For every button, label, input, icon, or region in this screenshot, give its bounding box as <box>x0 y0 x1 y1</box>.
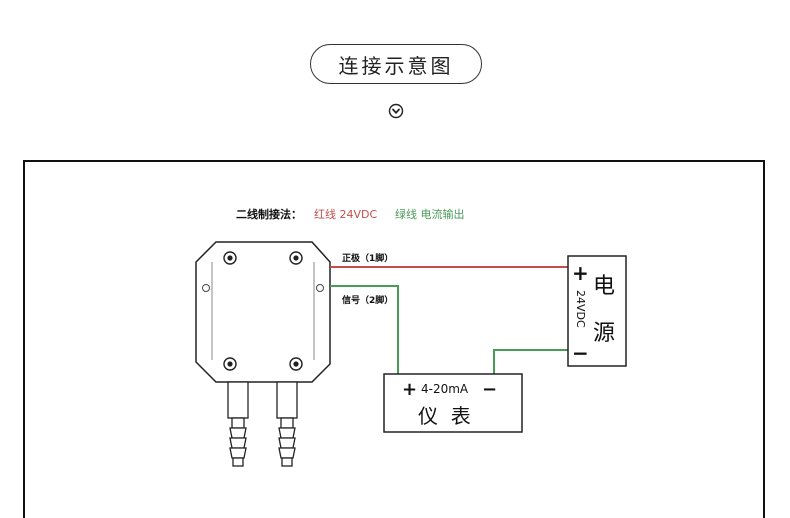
power-char-1: 电 <box>593 274 615 299</box>
screw-icon <box>223 357 237 371</box>
green-wire-label: 绿线 电流输出 <box>395 207 465 221</box>
power-plus: + <box>572 261 589 285</box>
meter-minus: − <box>482 379 497 400</box>
green-wire-signal <box>330 285 399 374</box>
red-wire-label: 红线 24VDC <box>314 207 377 221</box>
diagram-frame <box>23 160 765 518</box>
pressure-transmitter <box>195 241 331 467</box>
meter-name: 仪 表 <box>418 404 471 428</box>
meter-plus: + <box>402 379 417 400</box>
pressure-port-left <box>227 381 249 467</box>
screw-icon <box>223 251 237 265</box>
page-title: 连接示意图 <box>310 44 482 84</box>
meter-range: 4-20mA <box>421 382 469 396</box>
meter-box: + 4-20mA − 仪 表 <box>383 373 523 433</box>
screw-icon <box>289 251 303 265</box>
pressure-port-right <box>276 381 298 467</box>
green-wire-return <box>493 349 568 374</box>
pin-positive-label: 正极（1脚） <box>342 252 393 264</box>
pin-signal-label: 信号（2脚） <box>342 294 393 306</box>
method-label: 二线制接法： <box>236 207 302 221</box>
screw-icon <box>289 357 303 371</box>
power-supply-box: + − 24VDC 电 源 <box>567 255 627 367</box>
power-char-2: 源 <box>593 321 615 346</box>
chevron-down-circle-icon[interactable] <box>388 103 404 119</box>
power-minus: − <box>572 341 589 365</box>
power-voltage: 24VDC <box>574 290 587 328</box>
